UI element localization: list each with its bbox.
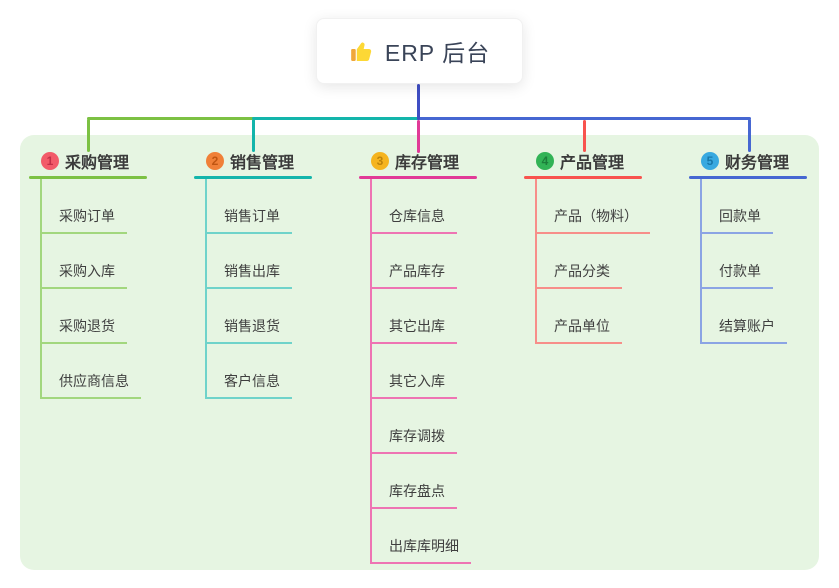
leaf-node-label: 产品（物料） bbox=[537, 206, 650, 234]
branch-title: 库存管理 bbox=[395, 155, 460, 172]
mindmap-leaf-node[interactable]: 采购退货 bbox=[42, 289, 187, 344]
mindmap-leaf-node[interactable]: 回款单 bbox=[702, 179, 839, 234]
leaf-node-label: 产品分类 bbox=[537, 261, 622, 289]
branch-underline bbox=[29, 176, 147, 179]
branch-5: 5 财务管理回款单付款单结算账户 bbox=[689, 146, 839, 344]
leaf-node-label: 采购退货 bbox=[42, 316, 127, 344]
leaf-node-label: 付款单 bbox=[702, 261, 773, 289]
mindmap-leaf-node[interactable]: 结算账户 bbox=[702, 289, 839, 344]
branch-items: 仓库信息产品库存其它出库其它入库库存调拨库存盘点出库库明细 bbox=[370, 179, 517, 564]
branch-underline bbox=[194, 176, 312, 179]
mindmap-leaf-node[interactable]: 产品分类 bbox=[537, 234, 682, 289]
branch-number-badge: 3 bbox=[371, 152, 389, 170]
mindmap-leaf-node[interactable]: 客户信息 bbox=[207, 344, 352, 399]
leaf-node-label: 客户信息 bbox=[207, 371, 292, 399]
leaf-node-label: 供应商信息 bbox=[42, 371, 141, 399]
mindmap-leaf-node[interactable]: 出库库明细 bbox=[372, 509, 517, 564]
branch-underline bbox=[689, 176, 807, 179]
mindmap-leaf-node[interactable]: 库存盘点 bbox=[372, 454, 517, 509]
branch-underline bbox=[524, 176, 642, 179]
branch-1-node[interactable]: 1 采购管理 bbox=[29, 146, 187, 176]
branch-items: 产品（物料） 产品分类产品单位 bbox=[535, 179, 682, 344]
mindmap-leaf-node[interactable]: 其它入库 bbox=[372, 344, 517, 399]
leaf-node-label: 采购入库 bbox=[42, 261, 127, 289]
bus-segment-1 bbox=[87, 117, 255, 120]
leaf-node-label: 销售订单 bbox=[207, 206, 292, 234]
branch-title: 财务管理 bbox=[725, 155, 790, 172]
mindmap-leaf-node[interactable]: 库存调拨 bbox=[372, 399, 517, 454]
mindmap-leaf-node[interactable]: 产品单位 bbox=[537, 289, 682, 344]
branch-5-node[interactable]: 5 财务管理 bbox=[689, 146, 839, 176]
branch-4-node[interactable]: 4 产品管理 bbox=[524, 146, 682, 176]
branch-2: 2 销售管理销售订单销售出库销售退货客户信息 bbox=[194, 146, 352, 399]
branch-title: 销售管理 bbox=[230, 155, 295, 172]
mindmap-leaf-node[interactable]: 销售退货 bbox=[207, 289, 352, 344]
mindmap-panel: 1 采购管理采购订单采购入库采购退货供应商信息 2 销售管理销售订单销售出库销售退货客… bbox=[20, 135, 819, 570]
drop-line-4 bbox=[583, 120, 586, 152]
drop-line-5 bbox=[748, 119, 751, 152]
leaf-node-label: 库存盘点 bbox=[372, 481, 457, 509]
mindmap-leaf-node[interactable]: 产品库存 bbox=[372, 234, 517, 289]
branch-3: 3 库存管理仓库信息产品库存其它出库其它入库库存调拨库存盘点出库库明细 bbox=[359, 146, 517, 564]
leaf-node-label: 销售退货 bbox=[207, 316, 292, 344]
mindmap-leaf-node[interactable]: 销售出库 bbox=[207, 234, 352, 289]
root-node-title: ERP 后台 bbox=[384, 40, 491, 66]
mindmap-leaf-node[interactable]: 仓库信息 bbox=[372, 179, 517, 234]
branch-items: 采购订单采购入库采购退货供应商信息 bbox=[40, 179, 187, 399]
branch-items: 回款单付款单结算账户 bbox=[700, 179, 839, 344]
mindmap-leaf-node[interactable]: 付款单 bbox=[702, 234, 839, 289]
mindmap-leaf-node[interactable]: 产品（物料） bbox=[537, 179, 682, 234]
leaf-node-label: 其它入库 bbox=[372, 371, 457, 399]
leaf-node-label: 结算账户 bbox=[702, 316, 787, 344]
leaf-node-label: 回款单 bbox=[702, 206, 773, 234]
branch-title: 产品管理 bbox=[560, 155, 625, 172]
drop-line-2 bbox=[252, 119, 255, 152]
drop-line-3 bbox=[417, 120, 420, 153]
bus-segment-3 bbox=[417, 117, 751, 120]
leaf-node-label: 产品单位 bbox=[537, 316, 622, 344]
branch-title: 采购管理 bbox=[65, 155, 130, 172]
root-node[interactable]: ERP 后台 bbox=[316, 18, 523, 84]
branch-number-badge: 5 bbox=[701, 152, 719, 170]
branch-4: 4 产品管理产品（物料） 产品分类产品单位 bbox=[524, 146, 682, 344]
leaf-node-label: 出库库明细 bbox=[372, 536, 471, 564]
branch-items: 销售订单销售出库销售退货客户信息 bbox=[205, 179, 352, 399]
leaf-node-label: 产品库存 bbox=[372, 261, 457, 289]
leaf-node-label: 其它出库 bbox=[372, 316, 457, 344]
branch-3-node[interactable]: 3 库存管理 bbox=[359, 146, 517, 176]
branch-number-badge: 1 bbox=[41, 152, 59, 170]
branch-number-badge: 2 bbox=[206, 152, 224, 170]
thumbs-up-icon bbox=[349, 38, 375, 64]
branch-number-badge: 4 bbox=[536, 152, 554, 170]
mindmap-leaf-node[interactable]: 供应商信息 bbox=[42, 344, 187, 399]
mindmap-leaf-node[interactable]: 采购入库 bbox=[42, 234, 187, 289]
root-stem-line bbox=[417, 84, 420, 120]
leaf-node-label: 仓库信息 bbox=[372, 206, 457, 234]
mindmap-leaf-node[interactable]: 其它出库 bbox=[372, 289, 517, 344]
branch-underline bbox=[359, 176, 477, 179]
branch-1: 1 采购管理采购订单采购入库采购退货供应商信息 bbox=[29, 146, 187, 399]
mindmap-leaf-node[interactable]: 销售订单 bbox=[207, 179, 352, 234]
leaf-node-label: 销售出库 bbox=[207, 261, 292, 289]
bus-segment-2 bbox=[252, 117, 420, 120]
leaf-node-label: 库存调拨 bbox=[372, 426, 457, 454]
leaf-node-label: 采购订单 bbox=[42, 206, 127, 234]
drop-line-1 bbox=[87, 119, 90, 152]
mindmap-leaf-node[interactable]: 采购订单 bbox=[42, 179, 187, 234]
branch-2-node[interactable]: 2 销售管理 bbox=[194, 146, 352, 176]
